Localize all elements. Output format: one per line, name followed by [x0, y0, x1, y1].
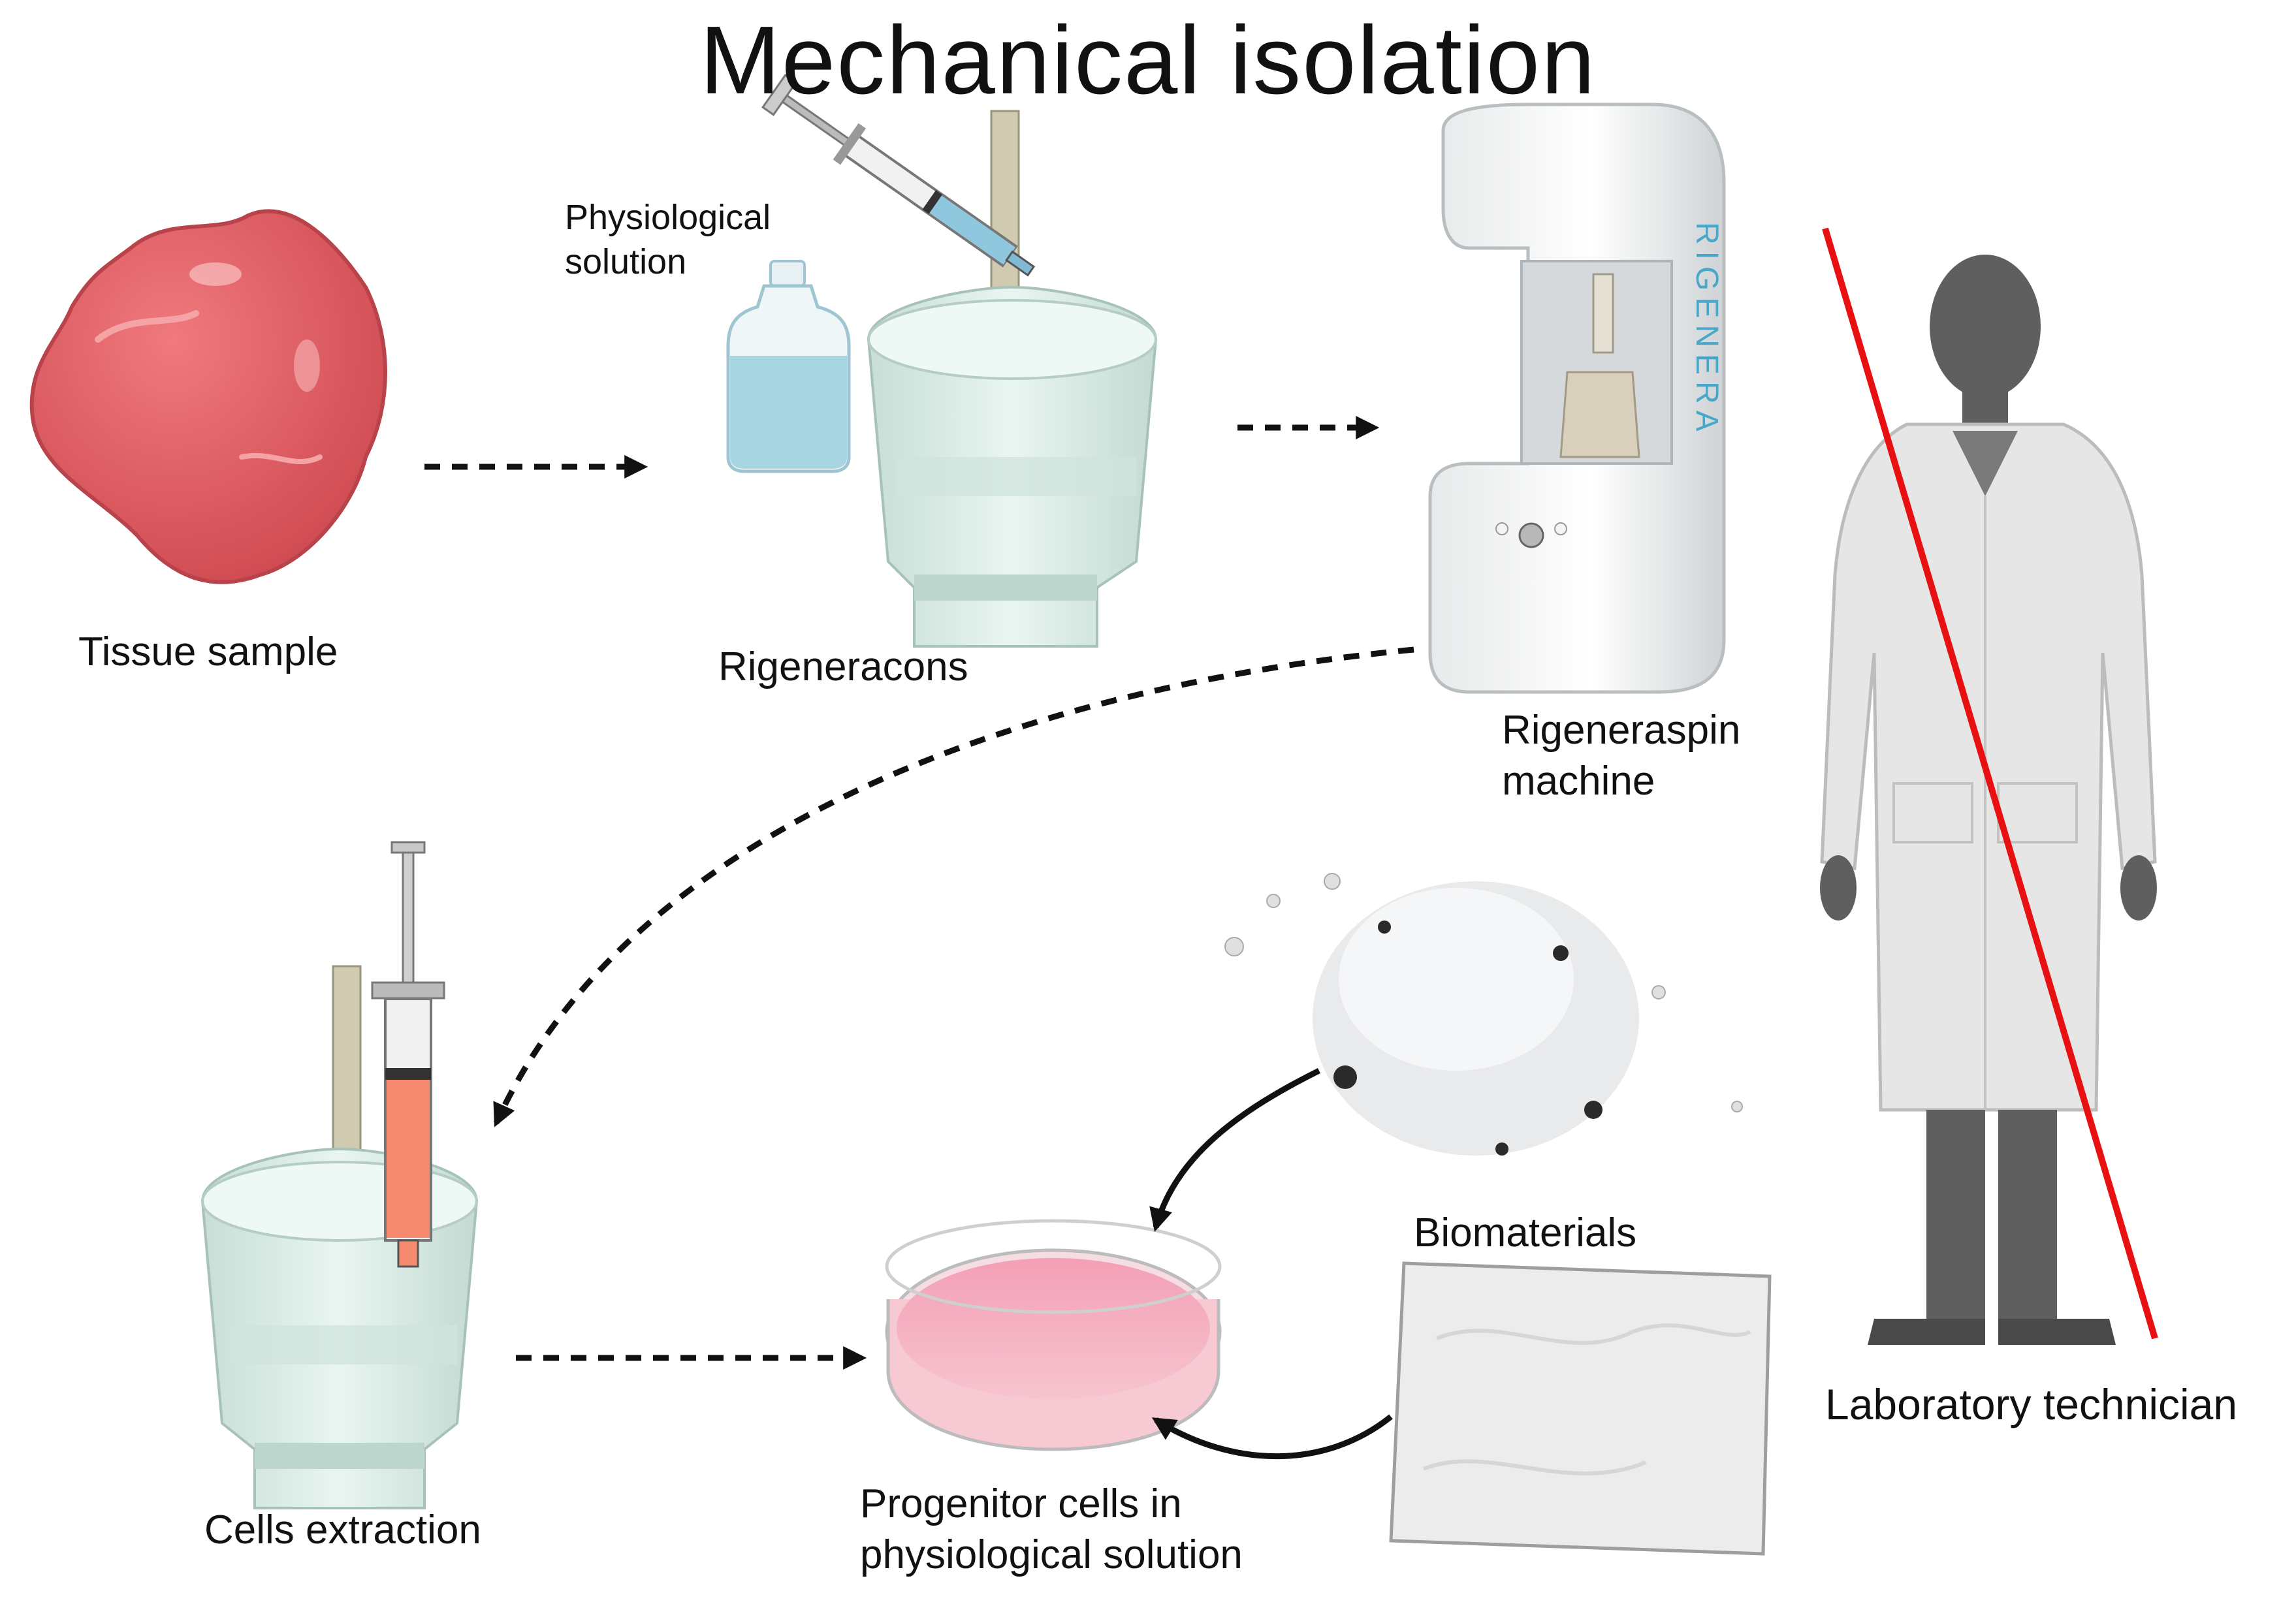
petri-dish-illustration	[885, 1219, 1222, 1451]
label-rigeneraspin-machine: Rigeneraspin machine	[1502, 705, 1740, 806]
arrows	[424, 416, 1414, 1460]
label-physiological-line2: solution	[565, 242, 687, 281]
label-tissue-sample: Tissue sample	[78, 629, 338, 674]
rigeneracons-illustration	[761, 74, 1158, 648]
label-biomaterials: Biomaterials	[1414, 1210, 1637, 1255]
laboratory-technician-illustration	[1820, 227, 2158, 1345]
machine-brand-text: RIGENERA	[1689, 222, 1724, 438]
cross-out-line	[1822, 227, 2158, 1340]
label-physiological-line1: Physiological	[565, 198, 771, 237]
biomaterials-granules-illustration	[1224, 873, 1743, 1156]
tissue-sample-illustration	[29, 209, 387, 584]
arrow-granules-to-dish	[1149, 1067, 1321, 1232]
diagram-title: Mechanical isolation	[699, 7, 1597, 114]
label-progenitor-cells: Progenitor cells in physiological soluti…	[860, 1479, 1243, 1580]
biomaterial-sheet-illustration	[1389, 1261, 1772, 1556]
label-physiological-solution: Physiological solution	[565, 196, 771, 284]
solution-bottle-illustration	[726, 260, 851, 473]
label-rigeneracons: Rigeneracons	[718, 644, 968, 689]
label-progenitor-line2: physiological solution	[860, 1532, 1243, 1577]
label-progenitor-line1: Progenitor cells in	[860, 1481, 1182, 1526]
label-machine-line2: machine	[1502, 758, 1655, 804]
rigeneraspin-machine-illustration: RIGENERA	[1428, 102, 1726, 694]
label-machine-line1: Rigeneraspin	[1502, 708, 1741, 753]
arrow-machine-to-extraction	[493, 646, 1414, 1127]
arrow-sheet-to-dish	[1151, 1414, 1393, 1460]
cells-extraction-illustration	[200, 841, 479, 1509]
label-cells-extraction: Cells extraction	[204, 1507, 481, 1552]
label-laboratory-technician: Laboratory technician	[1825, 1380, 2238, 1428]
